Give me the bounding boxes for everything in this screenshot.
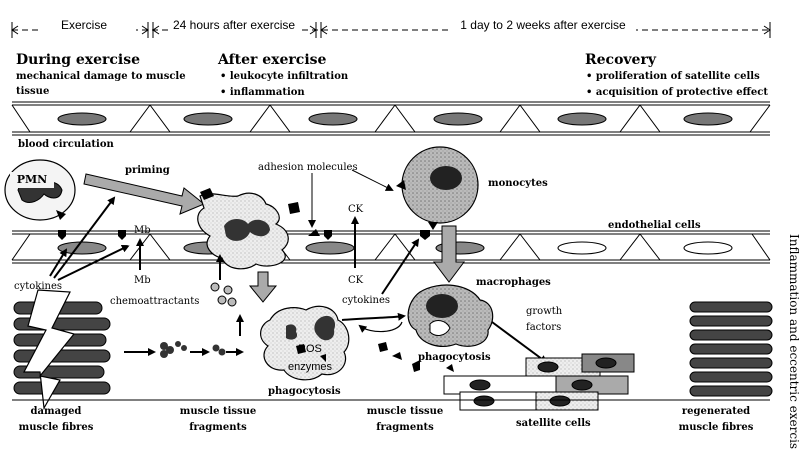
phase-recovery-bullet-2: • acquisition of protective effect	[586, 87, 768, 98]
phase-during-line2: tissue	[16, 86, 49, 97]
label-endothelial-cells: endothelial cells	[608, 220, 701, 231]
label-blood-circulation: blood circulation	[18, 139, 114, 150]
side-title: Inflammation and eccentric exercise	[787, 234, 801, 449]
label-damaged-1: damaged	[31, 406, 82, 417]
muscle-fragments-1	[160, 341, 187, 358]
cytokines-feedback-arrow	[358, 321, 403, 333]
timeline-label-exercise: Exercise	[61, 18, 107, 32]
label-damaged-2: muscle fibres	[19, 422, 94, 433]
cytokine-arrows-left	[49, 196, 130, 281]
label-pmn: PMN	[17, 173, 48, 186]
label-chemoattractants: chemoattractants	[110, 296, 199, 307]
label-mb-lower: Mb	[134, 275, 151, 286]
adhesion-molecule-glyphs	[58, 229, 430, 240]
cytokines-arrow-up	[381, 238, 420, 295]
label-factors: factors	[526, 322, 561, 333]
timeline-label-24h: 24 hours after exercise	[173, 18, 295, 32]
monocyte-to-macrophage-arrow	[433, 225, 465, 283]
debris-fragments	[378, 342, 454, 372]
pmn-cell	[4, 159, 76, 221]
label-priming: priming	[125, 165, 170, 176]
chemoattractant-dots	[210, 282, 237, 307]
activated-pmn-cell	[197, 188, 300, 270]
label-enzymes: enzymes	[288, 361, 333, 373]
lightning-damage-icon	[23, 289, 76, 410]
satellite-cells	[443, 353, 635, 411]
label-adhesion-molecules: adhesion molecules	[258, 162, 358, 173]
label-regenerated-1: regenerated	[682, 406, 750, 417]
vessel-wall-top	[11, 101, 771, 136]
pmn-migration-arrow	[248, 271, 278, 303]
phase-during-line1: mechanical damage to muscle	[16, 71, 186, 82]
phagocytic-pmn-cell	[260, 305, 350, 381]
label-satellite-cells: satellite cells	[516, 418, 591, 429]
label-monocytes: monocytes	[488, 178, 548, 189]
label-fragments1-2: fragments	[189, 422, 247, 433]
phase-recovery-bullet-1: • proliferation of satellite cells	[586, 71, 760, 82]
label-fragments2-2: fragments	[376, 422, 434, 433]
timeline-label-recovery-period: 1 day to 2 weeks after exercise	[460, 18, 626, 32]
label-phagocytosis-left: phagocytosis	[268, 386, 341, 397]
label-phagocytosis-right: phagocytosis	[418, 352, 491, 363]
adhesion-pointer-monocyte	[351, 169, 394, 191]
label-ros: ROS	[298, 343, 322, 355]
growth-factor-arrow	[491, 321, 548, 364]
label-ck-upper: CK	[348, 204, 364, 215]
label-regenerated-2: muscle fibres	[679, 422, 754, 433]
monocyte-cell	[396, 146, 479, 230]
cytokines-arrow-right	[341, 312, 406, 321]
phase-after-bullet-1: • leukocyte infiltration	[220, 71, 349, 82]
priming-arrow	[83, 173, 205, 215]
regenerated-muscle-fibres	[689, 301, 773, 397]
label-fragments2-1: muscle tissue	[367, 406, 444, 417]
label-cytokines-mid: cytokines	[342, 295, 390, 306]
timeline	[11, 22, 771, 38]
macrophage-cell	[407, 284, 494, 347]
phase-after-bullet-2: • inflammation	[220, 87, 305, 98]
muscle-fragments-2	[212, 344, 226, 356]
label-growth: growth	[526, 306, 563, 317]
label-macrophages: macrophages	[476, 277, 551, 288]
phase-title-recovery: Recovery	[585, 52, 657, 68]
label-fragments1-1: muscle tissue	[180, 406, 257, 417]
label-ck-lower: CK	[348, 275, 364, 286]
phase-title-after: After exercise	[217, 52, 327, 68]
phase-title-during: During exercise	[16, 52, 140, 68]
label-mb-upper: Mb	[134, 225, 151, 236]
label-cytokines-left: cytokines	[14, 281, 62, 292]
